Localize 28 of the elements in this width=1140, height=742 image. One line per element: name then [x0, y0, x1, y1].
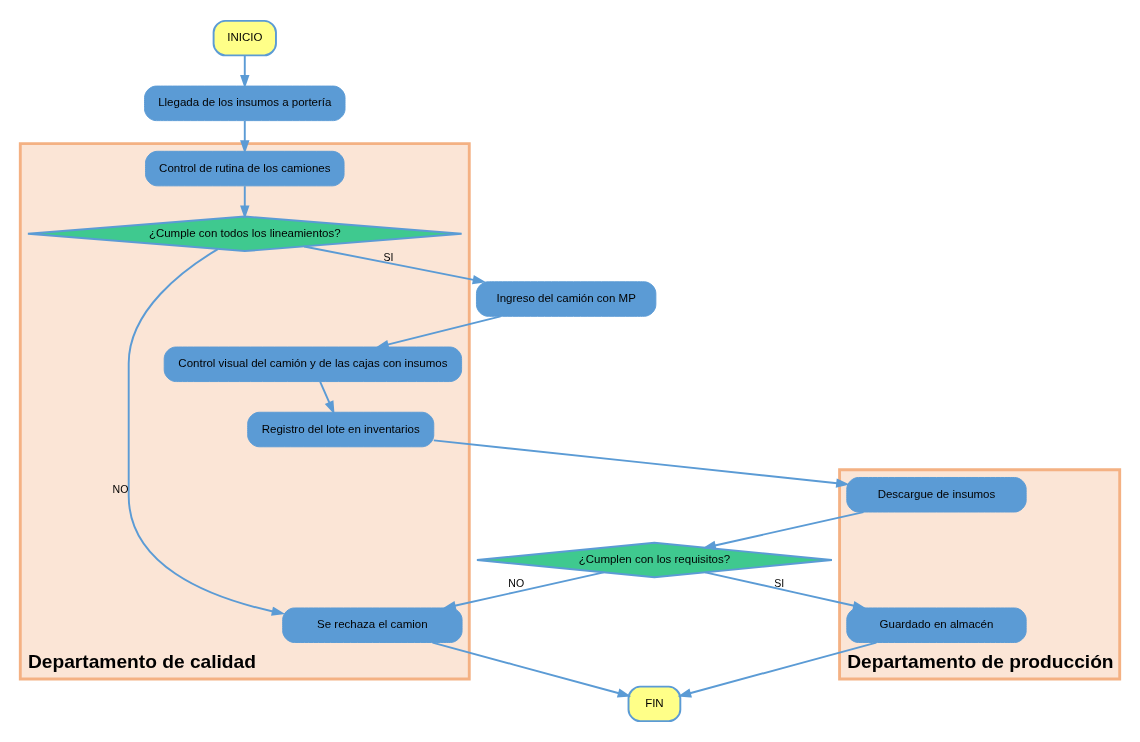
arrow	[702, 511, 865, 550]
arrow	[704, 571, 867, 611]
node-box: Guardado en almacén	[846, 607, 1027, 643]
arrow	[432, 439, 850, 488]
edge-label: SI	[774, 577, 785, 590]
node-box: INICIO	[212, 19, 277, 57]
arrow	[319, 380, 335, 415]
node-box: Llegada de los insumos a portería	[144, 85, 346, 122]
edge-label: SI	[383, 251, 394, 264]
edge-label: NO	[112, 482, 129, 495]
arrow	[240, 120, 250, 154]
node-box: Se rechaza el camion	[282, 607, 463, 643]
node-diamond: ¿Cumple con todos los lineamientos?	[26, 215, 463, 253]
node-box: Control de rutina de los camiones	[145, 150, 345, 187]
arrow	[442, 571, 605, 611]
node-box: Registro del lote en inventarios	[247, 411, 435, 448]
arrow	[431, 641, 632, 698]
node-box: Ingreso del camión con MP	[475, 281, 657, 317]
arrow	[240, 185, 250, 219]
arrow	[677, 641, 878, 698]
arrow	[127, 248, 286, 616]
node-box: Descargue de insumos	[846, 477, 1027, 513]
arrow	[240, 54, 250, 89]
arrow	[375, 315, 502, 349]
node-box: Control visual del camión y de las cajas con insumos	[163, 346, 463, 383]
arrow	[303, 245, 487, 285]
node-box: FIN	[627, 685, 682, 723]
edge-label: NO	[508, 577, 525, 590]
